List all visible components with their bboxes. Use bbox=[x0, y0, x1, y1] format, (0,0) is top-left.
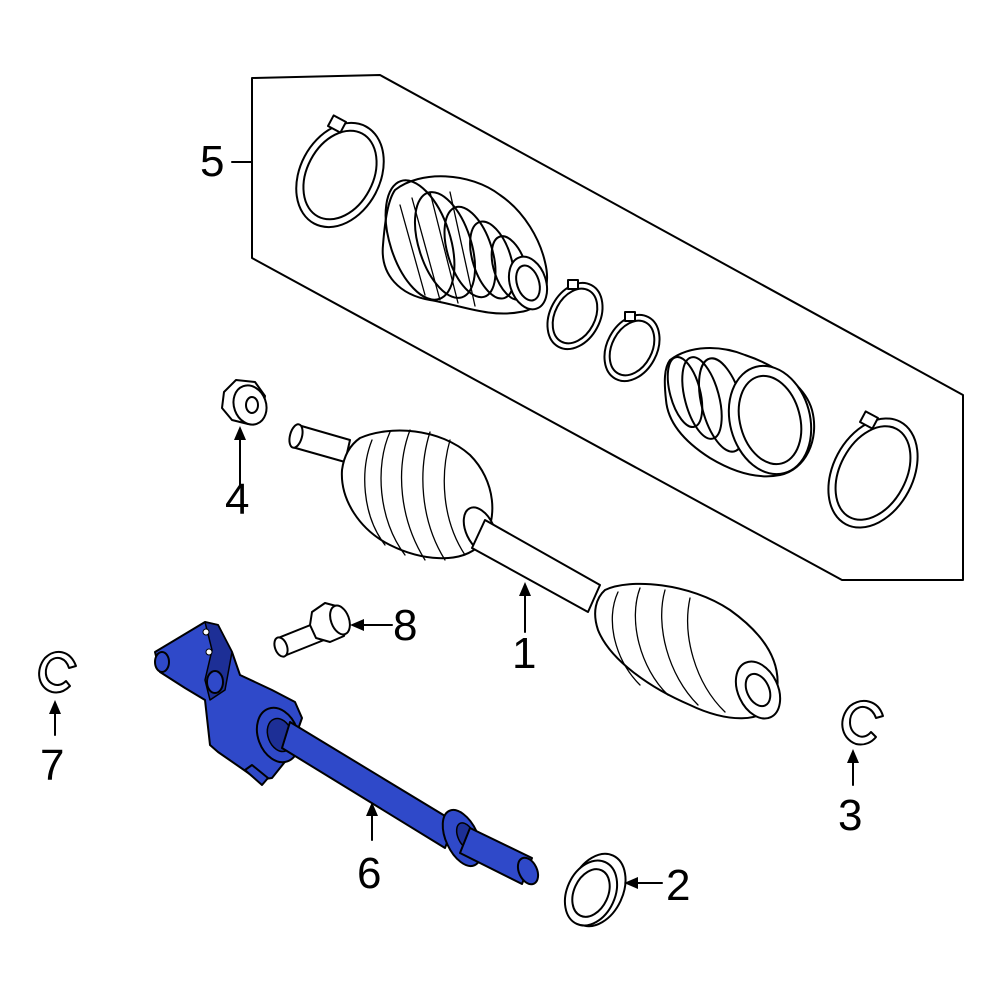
boot-kit-panel[interactable] bbox=[231, 74, 964, 581]
callout-1-label: 1 bbox=[512, 629, 536, 678]
clamp-ring-4 bbox=[827, 410, 919, 529]
callout-5-label: 5 bbox=[200, 137, 224, 186]
snap-ring-left[interactable] bbox=[38, 650, 77, 736]
clamp-ring-2 bbox=[546, 279, 604, 351]
axle-nut[interactable] bbox=[221, 379, 272, 488]
callout-2-label: 2 bbox=[666, 861, 690, 910]
bracket-bolt[interactable] bbox=[272, 602, 393, 659]
callout-8-label: 8 bbox=[393, 601, 417, 650]
callout-3-label: 3 bbox=[838, 791, 862, 840]
clamp-ring-3 bbox=[603, 311, 661, 383]
inner-cv-boot bbox=[663, 347, 816, 478]
snap-ring-right[interactable] bbox=[841, 699, 884, 786]
callout-7-label: 7 bbox=[40, 741, 64, 790]
callout-4-label: 4 bbox=[225, 475, 249, 524]
axle-seal[interactable] bbox=[555, 845, 663, 936]
outer-cv-boot bbox=[381, 175, 549, 315]
axle-shaft-assembly[interactable] bbox=[287, 423, 789, 726]
clamp-ring-1 bbox=[295, 114, 385, 229]
intermediate-shaft[interactable] bbox=[154, 621, 542, 887]
callout-6-label: 6 bbox=[357, 849, 381, 898]
